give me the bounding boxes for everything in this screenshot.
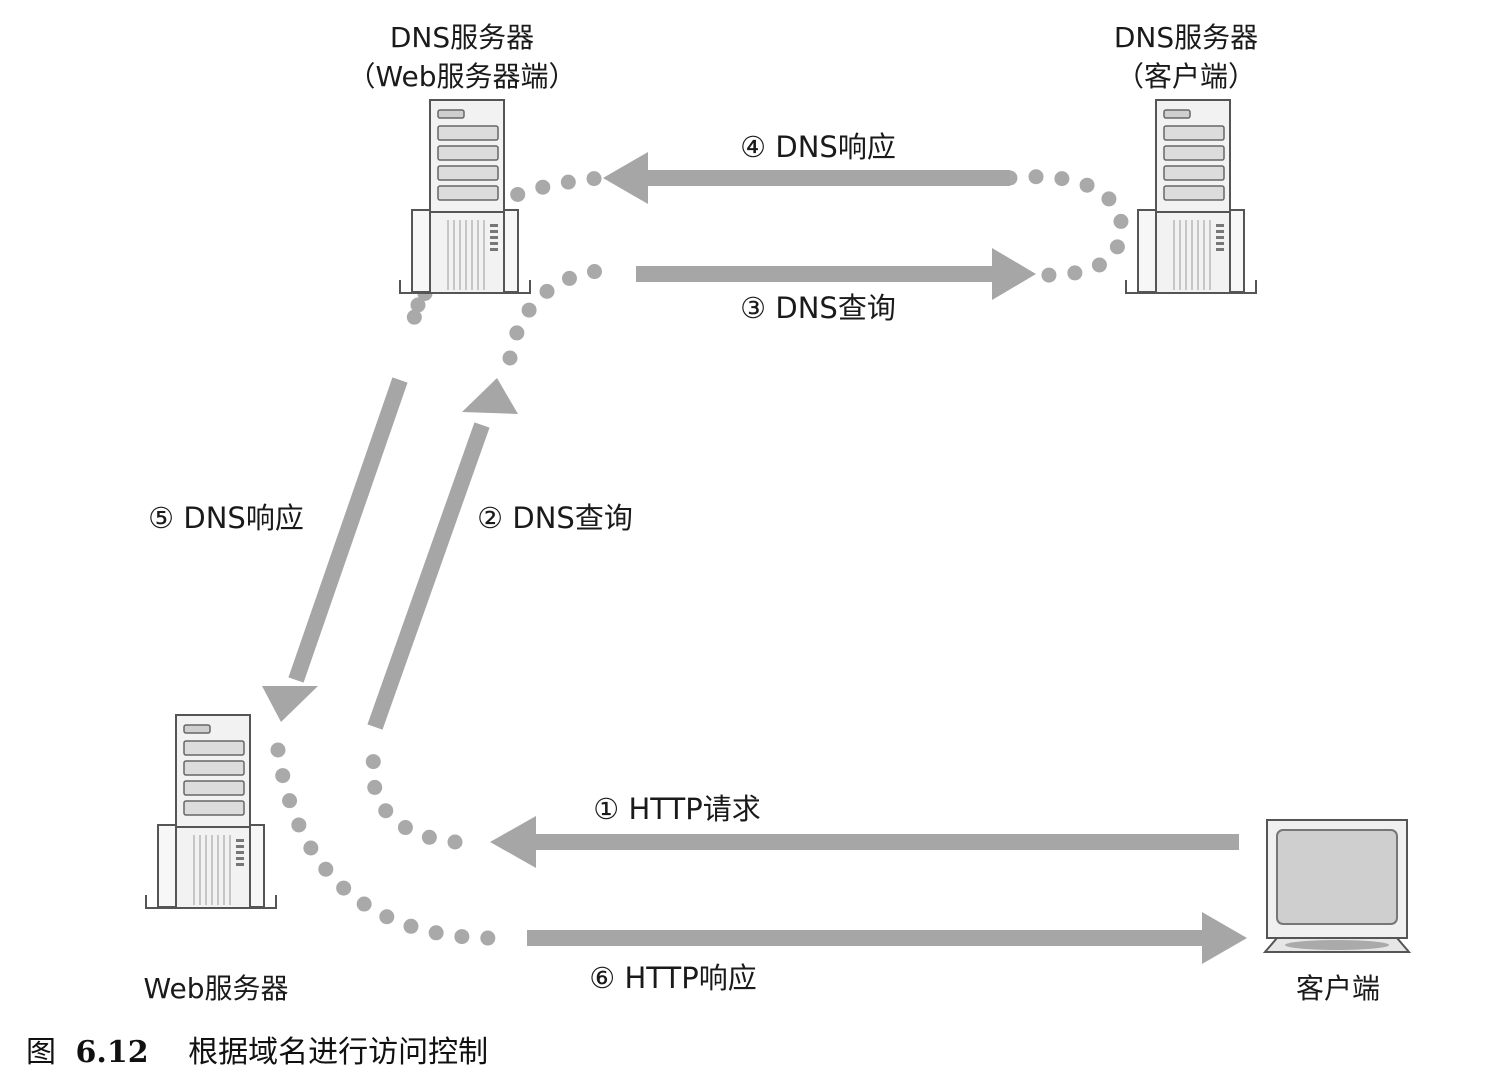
step-3-label: ③ DNS查询: [740, 291, 896, 325]
arrow-step-5-shaft: [288, 377, 408, 683]
dns-server-client-side-icon: [1125, 99, 1257, 294]
figure-caption: 图 6.12 根据域名进行访问控制: [26, 1035, 488, 1070]
web-server-icon: [145, 714, 277, 909]
dotted-path-http-request: [365, 742, 463, 850]
arrow-step-4: [603, 152, 1010, 204]
client-monitor-icon: [1264, 819, 1410, 953]
step-5-label: ⑤ DNS响应: [148, 501, 304, 535]
figure-caption-prefix: 图: [26, 1035, 56, 1070]
dns-client-side-title: DNS服务器: [1114, 21, 1258, 54]
web-server-label: Web服务器: [143, 972, 288, 1005]
dotted-path-dns-query: [502, 262, 618, 366]
arrow-step-5-head: [262, 686, 318, 722]
figure-caption-title: 根据域名进行访问控制: [188, 1035, 488, 1070]
dns-web-side-title: DNS服务器: [390, 21, 534, 54]
arrow-step-6: [527, 912, 1247, 964]
dns-server-web-side-icon: [399, 99, 531, 294]
figure-caption-number: 6.12: [76, 1035, 149, 1070]
step-2-label: ② DNS查询: [477, 501, 633, 535]
step-4-label: ④ DNS响应: [740, 130, 896, 164]
dotted-path-http-response: [270, 742, 508, 946]
arrow-step-2-shaft: [367, 422, 490, 730]
step-1-label: ① HTTP请求: [593, 792, 760, 826]
arrow-step-3: [636, 248, 1036, 300]
arrow-step-1: [490, 816, 1239, 868]
step-6-label: ⑥ HTTP响应: [589, 961, 756, 995]
arrow-step-2-head: [462, 378, 518, 414]
dotted-path-client-dns-loop: [1002, 169, 1129, 283]
dns-web-side-subtitle: （Web服务器端）: [347, 60, 576, 93]
client-label: 客户端: [1296, 972, 1380, 1005]
dns-client-side-subtitle: （客户端）: [1116, 60, 1256, 93]
